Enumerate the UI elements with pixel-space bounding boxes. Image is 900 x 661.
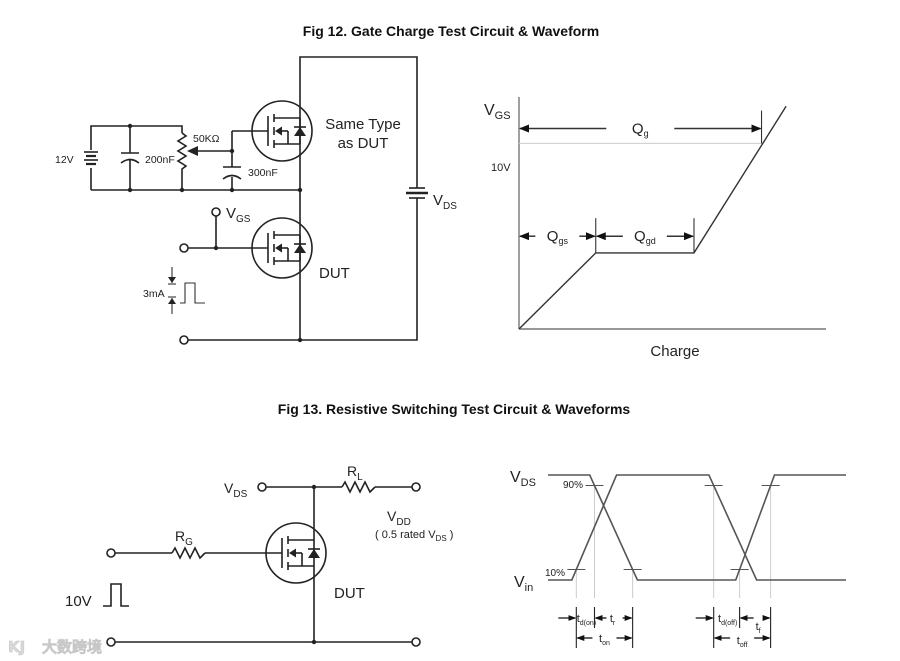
current-pulse-icon [168, 267, 205, 314]
200nf-label: 200nF [145, 154, 175, 166]
annotation-label-Qgs: Qgs [547, 228, 569, 246]
rg-label: RG [175, 528, 193, 548]
pct90-label: 90% [563, 480, 583, 491]
fig13-circuit: VDS RL VDD ( 0.5 rated VDS ) DUT RG 10V [65, 463, 453, 647]
50k-potentiometer-icon [176, 132, 232, 190]
watermark-text: 大数跨境 [42, 638, 102, 656]
vgs-series-line [518, 105, 787, 330]
annotation-label-Qgd: Qgd [634, 228, 656, 246]
vdd-terminal [411, 482, 421, 492]
label-td-off: td(off) [718, 613, 737, 627]
3ma-label: 3mA [143, 288, 165, 300]
gate-terminal [106, 548, 116, 558]
return-wire [184, 205, 418, 341]
label-toff: toff [737, 635, 748, 649]
source-terminal [179, 335, 189, 345]
label-tr: tr [610, 613, 616, 627]
vin-level-label: Vin [514, 574, 533, 594]
rl-resistor-icon [341, 480, 376, 494]
label-tf: tf [756, 621, 761, 635]
vds-terminal [257, 482, 267, 492]
vgs-terminal [211, 207, 221, 217]
watermark: KJ 大数跨境 [8, 638, 103, 657]
rg-resistor-icon [171, 546, 206, 560]
12v-label: 12V [55, 154, 74, 166]
source-terminal-right [411, 637, 421, 647]
vds-label: VDS [433, 192, 457, 212]
label-ton: ton [599, 633, 610, 647]
rl-label: RL [347, 463, 363, 483]
ref-10v-label: 10V [491, 162, 511, 174]
pct10-label: 10% [545, 568, 565, 579]
fig12-title: Fig 12. Gate Charge Test Circuit & Wavef… [303, 23, 599, 39]
vin-series-line [548, 474, 846, 581]
vds-level-label: VDS [510, 469, 536, 489]
vds-series-line [548, 474, 846, 581]
drain-wire [299, 56, 418, 340]
vgs-label: VGS [226, 205, 251, 225]
pulse-10v-label: 10V [65, 593, 92, 610]
as-dut-label: as DUT [338, 135, 389, 152]
dut-label: DUT [319, 265, 350, 282]
dut-label: DUT [334, 585, 365, 602]
annotation-label-Qg: Qg [632, 121, 649, 139]
vdd-note: ( 0.5 rated VDS ) [375, 529, 453, 543]
label-td-on: td(on) [577, 613, 596, 627]
x-axis-label: Charge [650, 343, 699, 360]
vds-label: VDS [224, 480, 248, 500]
same-type-label: Same Type [325, 116, 401, 133]
fig12-circuit: VDS Same Type as DUT 12V 200nF [55, 56, 457, 345]
pulse-icon [103, 583, 129, 607]
gate-terminal [179, 243, 189, 253]
fig13-title: Fig 13. Resistive Switching Test Circuit… [278, 401, 631, 417]
source-terminal-left [106, 637, 116, 647]
y-axis-label: VGS [484, 102, 511, 122]
12v-battery-icon [84, 150, 98, 168]
vdd-label: VDD [387, 508, 411, 528]
200nf-capacitor-icon [120, 126, 140, 190]
300nf-label: 300nF [248, 167, 278, 179]
watermark-logo-icon: KJ [8, 638, 25, 656]
50k-label: 50KΩ [193, 133, 220, 145]
vds-battery-icon [406, 185, 428, 205]
